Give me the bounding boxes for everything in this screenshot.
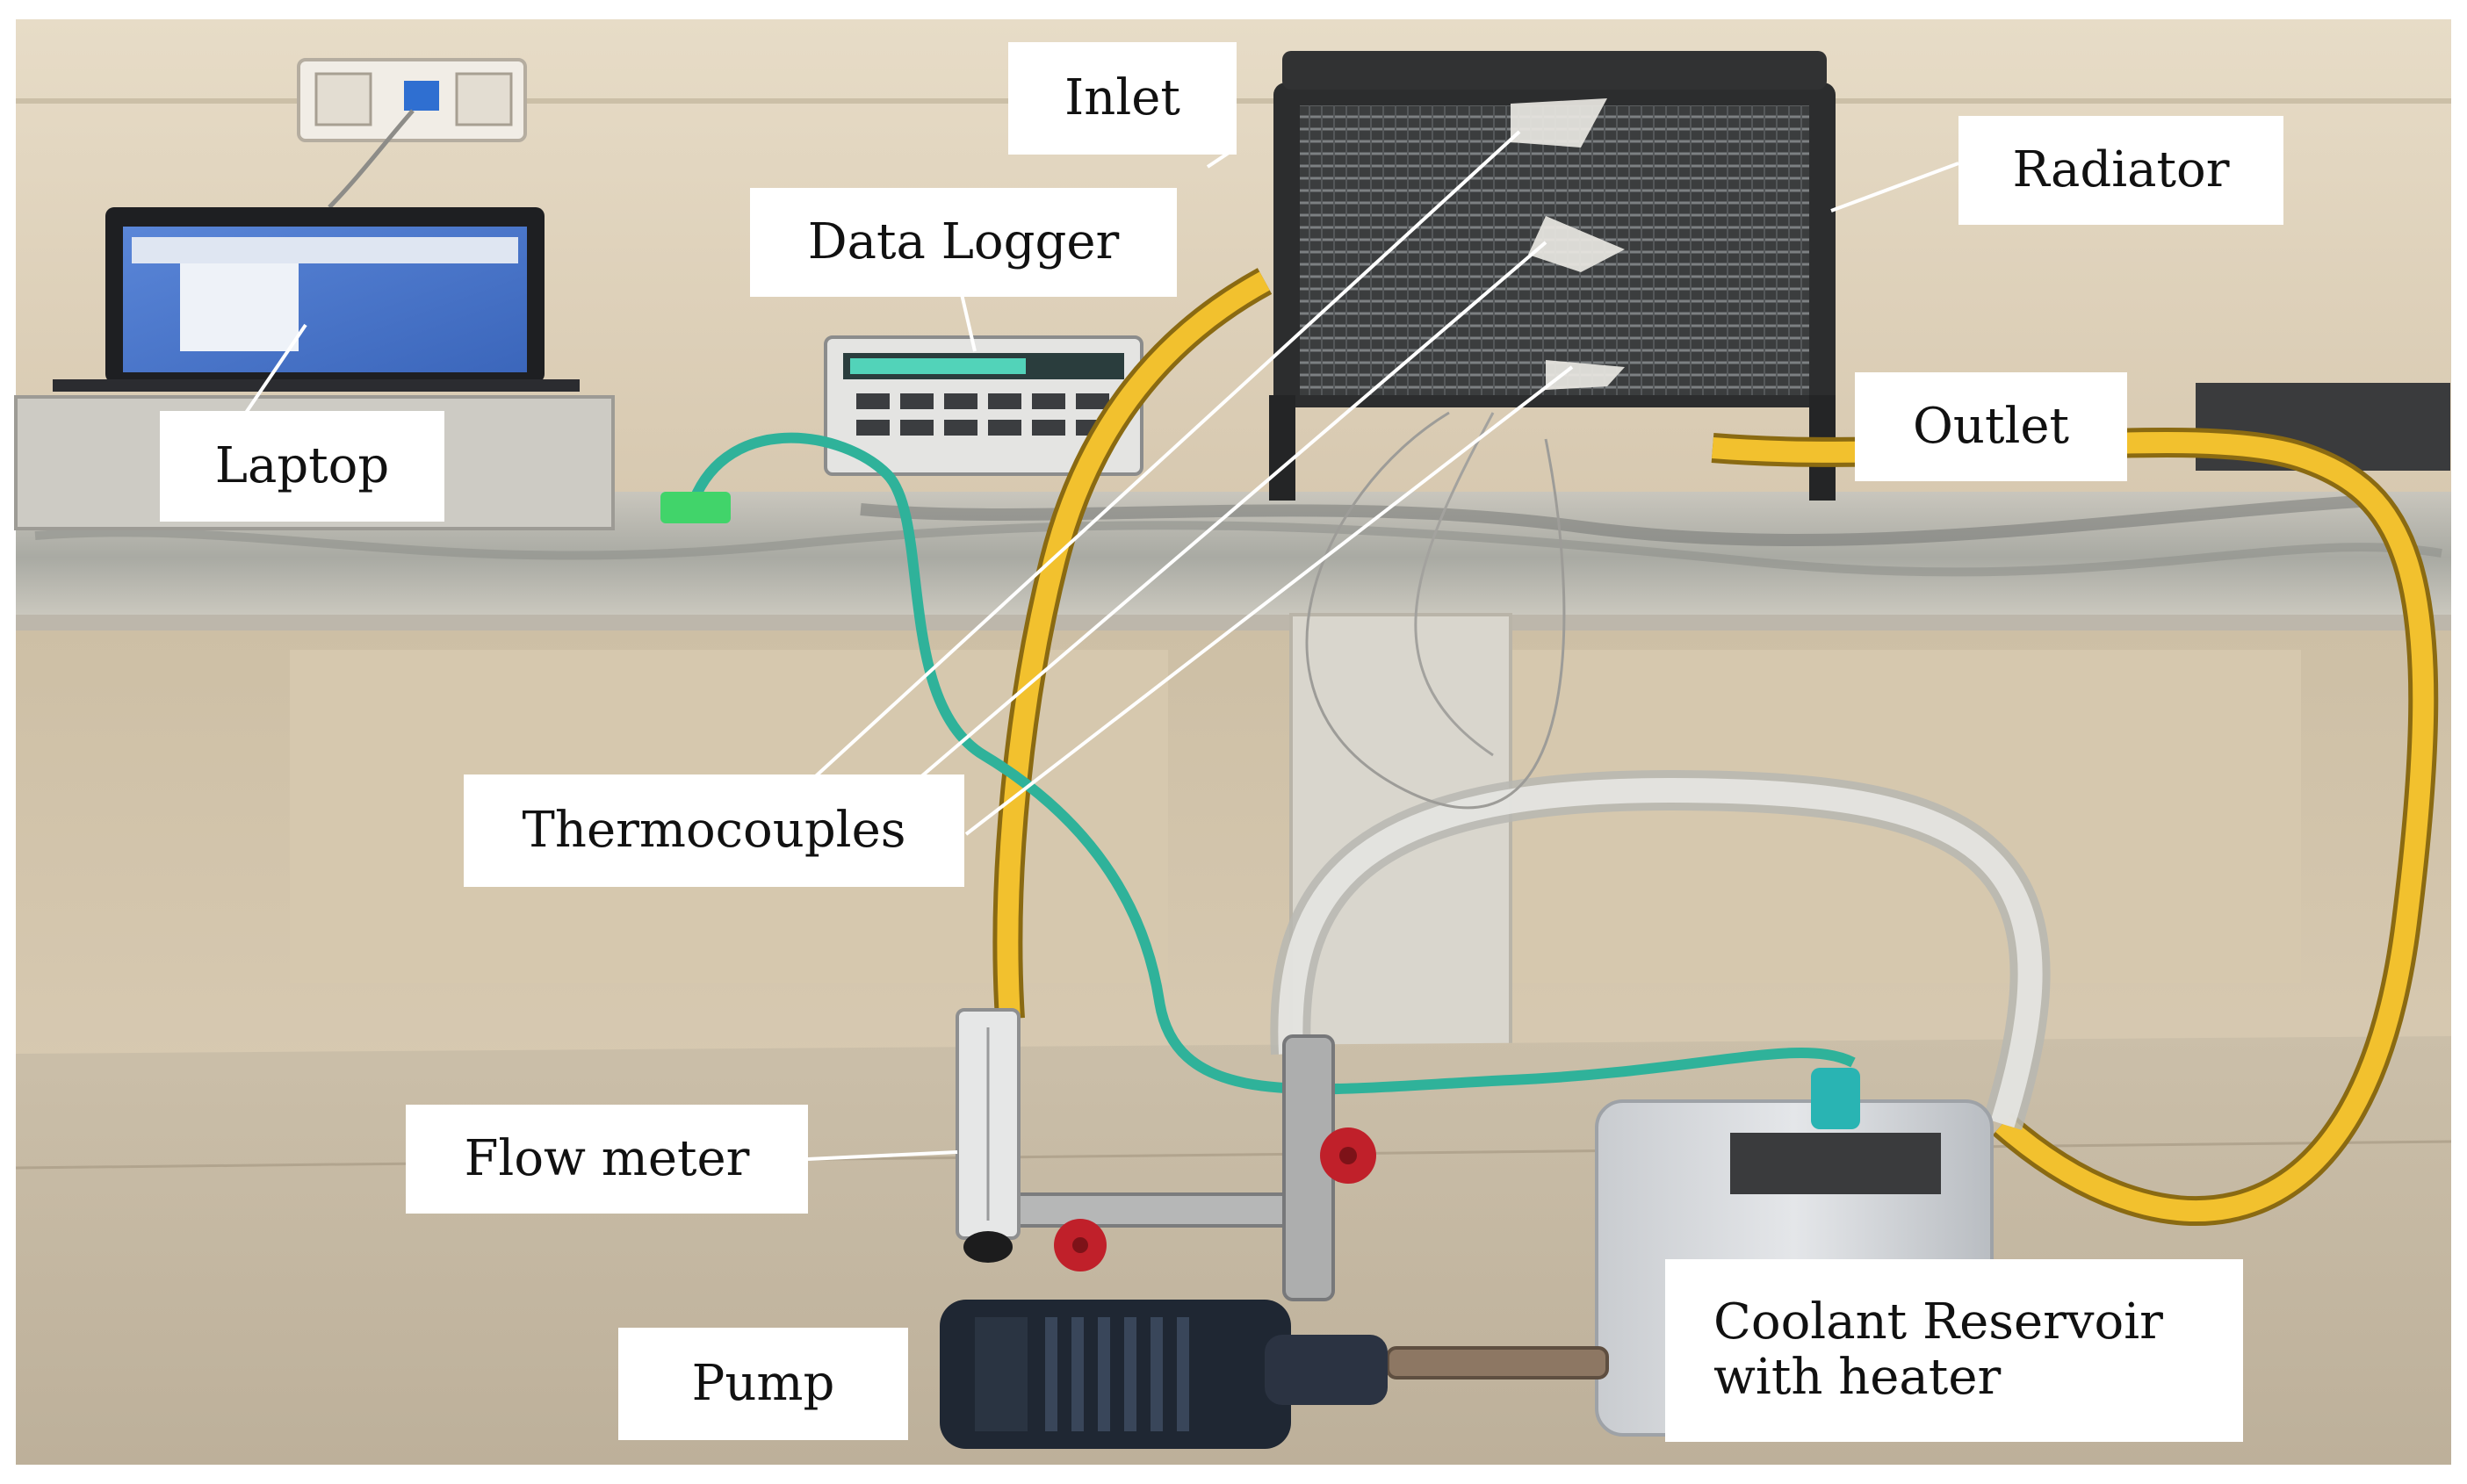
- flow-meter-device: [956, 1008, 1021, 1263]
- laptop-label: Laptop: [160, 411, 444, 522]
- reservoir-label-line2: with heater: [1713, 1349, 2002, 1406]
- outlet-label: Outlet: [1855, 372, 2127, 481]
- radiator-device: [1269, 51, 1836, 501]
- valve-upper: [1320, 1127, 1376, 1184]
- data-logger-label: Data Logger: [750, 188, 1177, 297]
- thermocouples-label: Thermocouples: [464, 774, 964, 887]
- reservoir-label-line1: Coolant Reservoir: [1713, 1293, 2163, 1351]
- radiator-label: Radiator: [1958, 116, 2283, 225]
- reservoir-label: Coolant Reservoir with heater: [1665, 1259, 2243, 1442]
- pump-label: Pump: [618, 1328, 908, 1440]
- pump-device: [940, 1300, 1388, 1449]
- flow-meter-label: Flow meter: [406, 1105, 808, 1214]
- wall-socket: [297, 58, 527, 142]
- valve-lower: [1054, 1219, 1107, 1271]
- data-logger-device: [824, 335, 1143, 476]
- laptop-device: [53, 207, 580, 392]
- callout-lines: [244, 130, 1959, 1161]
- inlet-label: Inlet: [1008, 42, 1237, 155]
